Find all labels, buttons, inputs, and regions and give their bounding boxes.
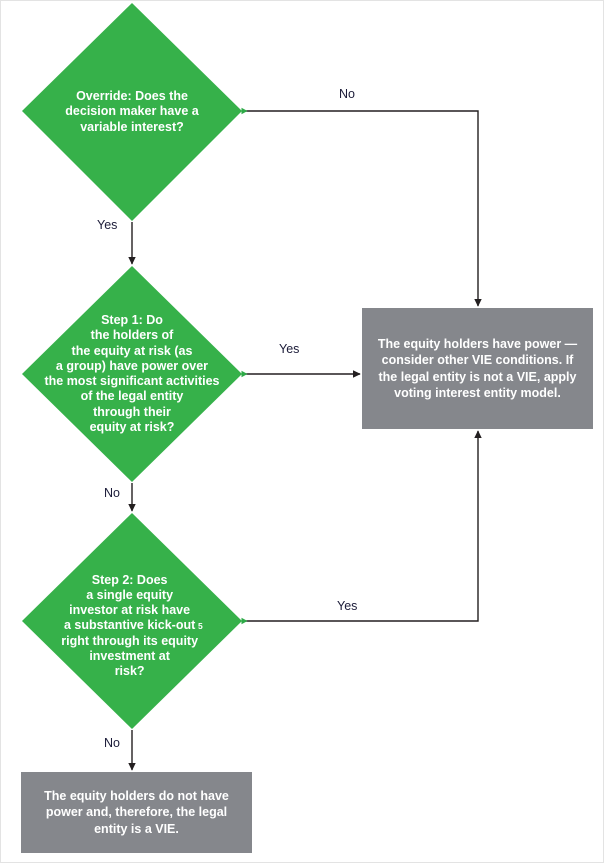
- decision-node-step2[interactable]: [22, 513, 242, 729]
- edge-label-override-yes: Yes: [97, 218, 118, 232]
- terminal-node-power-outcome-label: The equity holders have power — consider…: [364, 309, 591, 428]
- edge-label-step2-no: No: [104, 736, 120, 750]
- edge-label-step1-yes: Yes: [279, 342, 300, 356]
- connector-step2-yes: [241, 430, 482, 625]
- decision-node-step1[interactable]: [22, 266, 242, 482]
- edge-label-override-no: No: [339, 87, 355, 101]
- edge-label-step2-yes: Yes: [337, 599, 358, 613]
- decision-node-override[interactable]: [22, 3, 242, 221]
- connector-override-no: [241, 107, 482, 307]
- terminal-node-vie-outcome-label: The equity holders do not have power and…: [23, 773, 250, 852]
- edge-label-step1-no: No: [104, 486, 120, 500]
